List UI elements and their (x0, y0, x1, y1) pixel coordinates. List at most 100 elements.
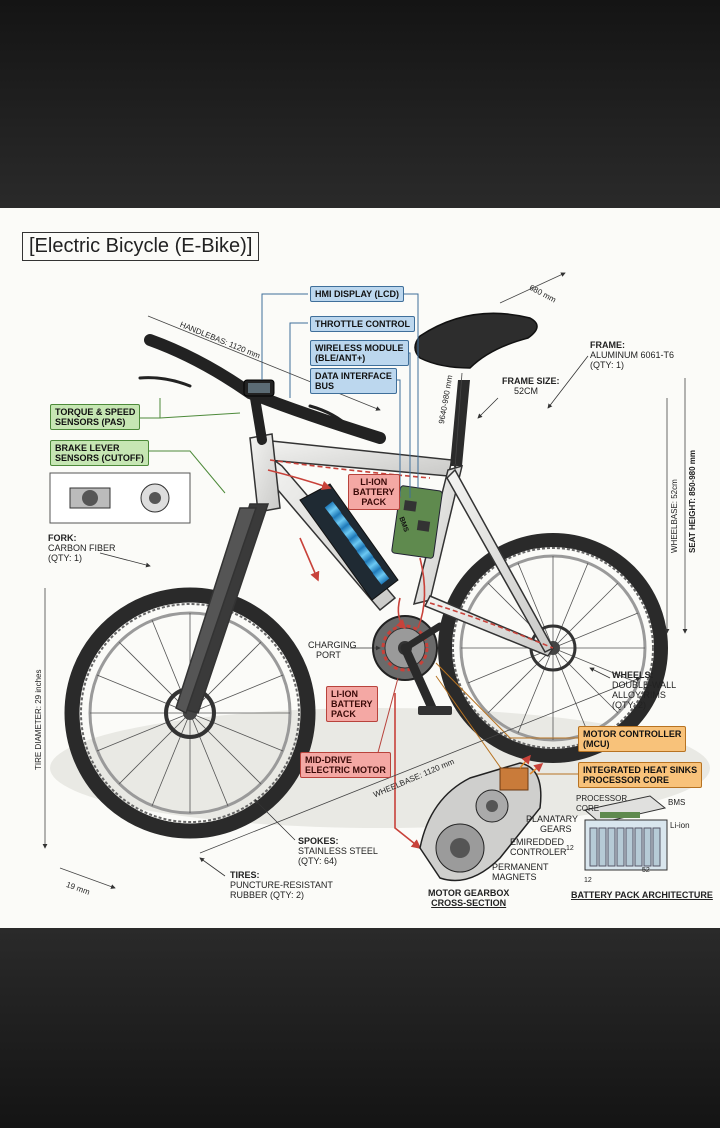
heat-sink-callout: INTEGRATED HEAT SINKS PROCESSOR CORE (578, 762, 703, 788)
wheels-spec-line1: DOUBLE-WALL (612, 680, 677, 690)
liion-top-callout: LI-ION BATTERY PACK (348, 474, 400, 510)
liion-top-line3: PACK (361, 497, 387, 507)
downtube-battery (299, 483, 399, 601)
torque-sensor-callout: TORQUE & SPEED SENSORS (PAS) (50, 404, 141, 430)
permanent-magnets-line2: MAGNETS (492, 872, 537, 882)
charging-port-line1: CHARGING (308, 640, 357, 650)
liion-top-line2: BATTERY (353, 487, 395, 497)
top-letterbox (0, 0, 720, 208)
wireless-module-line1: WIRELESS MODULE (315, 343, 404, 353)
cell-count-left: 12 (566, 845, 574, 852)
tires-spec-line2: RUBBER (QTY: 2) (230, 890, 305, 900)
spokes-spec: SPOKES: STAINLESS STEEL (QTY: 64) (298, 836, 378, 866)
processor-core-label: PROCESSOR CORE (576, 794, 627, 814)
liion-mid-callout: LI-ION BATTERY PACK (326, 686, 378, 722)
hub-detail-inset (49, 472, 191, 524)
frame-spec-title: FRAME: (590, 340, 625, 350)
bottom-letterbox (0, 928, 720, 1128)
liion-mid-line1: LI-ION (331, 689, 358, 699)
data-interface-line1: DATA INTERFACE (315, 371, 392, 381)
wireless-module-line2: (BLE/ANT+) (315, 353, 366, 363)
liion-mid-line2: BATTERY (331, 699, 373, 709)
frame-size-spec: FRAME SIZE: 52cm (502, 376, 560, 396)
frame-spec-material: ALUMINUM 6061-T6 (590, 350, 675, 360)
heat-sink-line1: INTEGRATED HEAT SINKS (583, 765, 698, 775)
fork-spec-title: FORK: (48, 533, 77, 543)
hmi-display-callout: HMI DISPLAY (LCD) (310, 286, 405, 302)
bike-drawing (42, 272, 710, 889)
tire-diameter-dimension: TIRE DIAMETER: 29 inches (34, 669, 43, 770)
frame-spec: FRAME: ALUMINUM 6061-T6 (QTY: 1) (590, 340, 674, 370)
embedded-controller-line1: EMIREDDED (510, 837, 565, 847)
frame-size-title: FRAME SIZE: (502, 376, 560, 386)
bms-arch-label: BMS (668, 798, 686, 807)
gearbox-caption: MOTOR GEARBOX CROSS-SECTION (428, 888, 509, 908)
tires-spec-title: TIRES: (230, 870, 260, 880)
processor-core-line1: PROCESSOR (576, 794, 628, 803)
dimension-lines (42, 272, 688, 889)
brake-sensor-line1: BRAKE LEVER (55, 443, 120, 453)
torque-sensor-line2: SENSORS (PAS) (55, 417, 126, 427)
cell-count-bottom: 12 (584, 877, 592, 884)
mid-drive-line1: MID-DRIVE (305, 755, 352, 765)
gearbox-caption-line1: MOTOR GEARBOX (428, 888, 510, 898)
planetary-gears-label: PLANATARY GEARS (526, 814, 578, 834)
permanent-magnets-line1: PERMANENT (492, 862, 549, 872)
frame-size-value: 52cm (514, 386, 539, 396)
tires-spec: TIRES: PUNCTURE-RESISTANT RUBBER (QTY: 2… (230, 870, 333, 900)
fork-spec: FORK: CARBON FIBER (QTY: 1) (48, 533, 116, 563)
throttle-control-label: THROTTLE CONTROL (315, 319, 410, 329)
liion-top-line1: LI-ION (360, 477, 388, 487)
mid-drive-line2: ELECTRIC MOTOR (305, 765, 386, 775)
mid-drive-motor (372, 615, 452, 715)
torque-sensor-line1: TORQUE & SPEED (55, 407, 136, 417)
hmi-display-label: HMI DISPLAY (LCD) (315, 289, 400, 299)
liion-mid-line3: PACK (331, 709, 356, 719)
spokes-spec-qty: (QTY: 64) (298, 856, 338, 866)
diagram-sheet: [Electric Bicycle (E-Bike)] HMI DISPLAY … (0, 208, 720, 928)
permanent-magnets-label: PERMANENT MAGNETS (492, 862, 549, 882)
seatpost (450, 380, 470, 466)
embedded-controller-label: EMIREDDED CONTROLER (510, 837, 567, 857)
wheels-spec-title: WHEELS: (612, 670, 654, 680)
fork-spec-qty: (QTY: 1) (48, 553, 83, 563)
wheels-spec-qty: (QTY: 2) (612, 700, 647, 710)
brake-sensor-line2: SENSORS (CUTOFF) (55, 453, 144, 463)
embedded-controller-line2: CONTROLER (510, 847, 567, 857)
battery-arch-caption: BATTERY PACK ARCHITECTURE (571, 890, 713, 900)
throttle-control-callout: THROTTLE CONTROL (310, 316, 415, 332)
motor-controller-callout: MOTOR CONTROLLER (MCU) (578, 726, 687, 752)
wheelbase-right-dimension: WHEELBASE: 52cm (670, 479, 679, 553)
battery-architecture (583, 795, 668, 871)
planetary-gears-line1: PLANATARY (526, 814, 579, 824)
motor-controller-line1: MOTOR CONTROLLER (583, 729, 682, 739)
brake-sensor-callout: BRAKE LEVER SENSORS (CUTOFF) (50, 440, 149, 466)
spokes-spec-material: STAINLESS STEEL (298, 846, 378, 856)
bms-board (391, 485, 443, 559)
wireless-module-callout: WIRELESS MODULE (BLE/ANT+) (310, 340, 409, 366)
front-wheel (64, 587, 316, 839)
liion-arch-label: Li-ion (670, 821, 690, 830)
saddle (414, 312, 538, 369)
charging-port-line2: PORT (316, 650, 341, 660)
gearbox-cross-section (419, 754, 544, 882)
spokes-spec-title: SPOKES: (298, 836, 339, 846)
cell-count-right: 52 (642, 867, 650, 874)
gearbox-caption-line2: CROSS-SECTION (431, 898, 507, 908)
tires-spec-line1: PUNCTURE-RESISTANT (230, 880, 333, 890)
motor-controller-line2: (MCU) (583, 739, 610, 749)
processor-core-line2: CORE (576, 804, 600, 813)
frame-spec-qty: (QTY: 1) (590, 360, 625, 370)
planetary-gears-line2: GEARS (540, 824, 572, 834)
fork (175, 503, 270, 715)
wheels-spec: WHEELS: DOUBLE-WALL ALLOY RIMS (QTY: 2) (612, 670, 676, 710)
heat-sink-line2: PROCESSOR CORE (583, 775, 670, 785)
seat-height-dimension: SEAT HEIGHT: 850-980 mm (688, 450, 697, 553)
fork-spec-material: CARBON FIBER (48, 543, 116, 553)
mid-drive-callout: MID-DRIVE ELECTRIC MOTOR (300, 752, 391, 778)
wheels-spec-line2: ALLOY RIMS (612, 690, 666, 700)
page-title: [Electric Bicycle (E-Bike)] (22, 232, 260, 261)
data-interface-callout: DATA INTERFACE BUS (310, 368, 397, 394)
data-interface-line2: BUS (315, 381, 335, 391)
charging-port-label: CHARGING PORT (308, 640, 357, 660)
